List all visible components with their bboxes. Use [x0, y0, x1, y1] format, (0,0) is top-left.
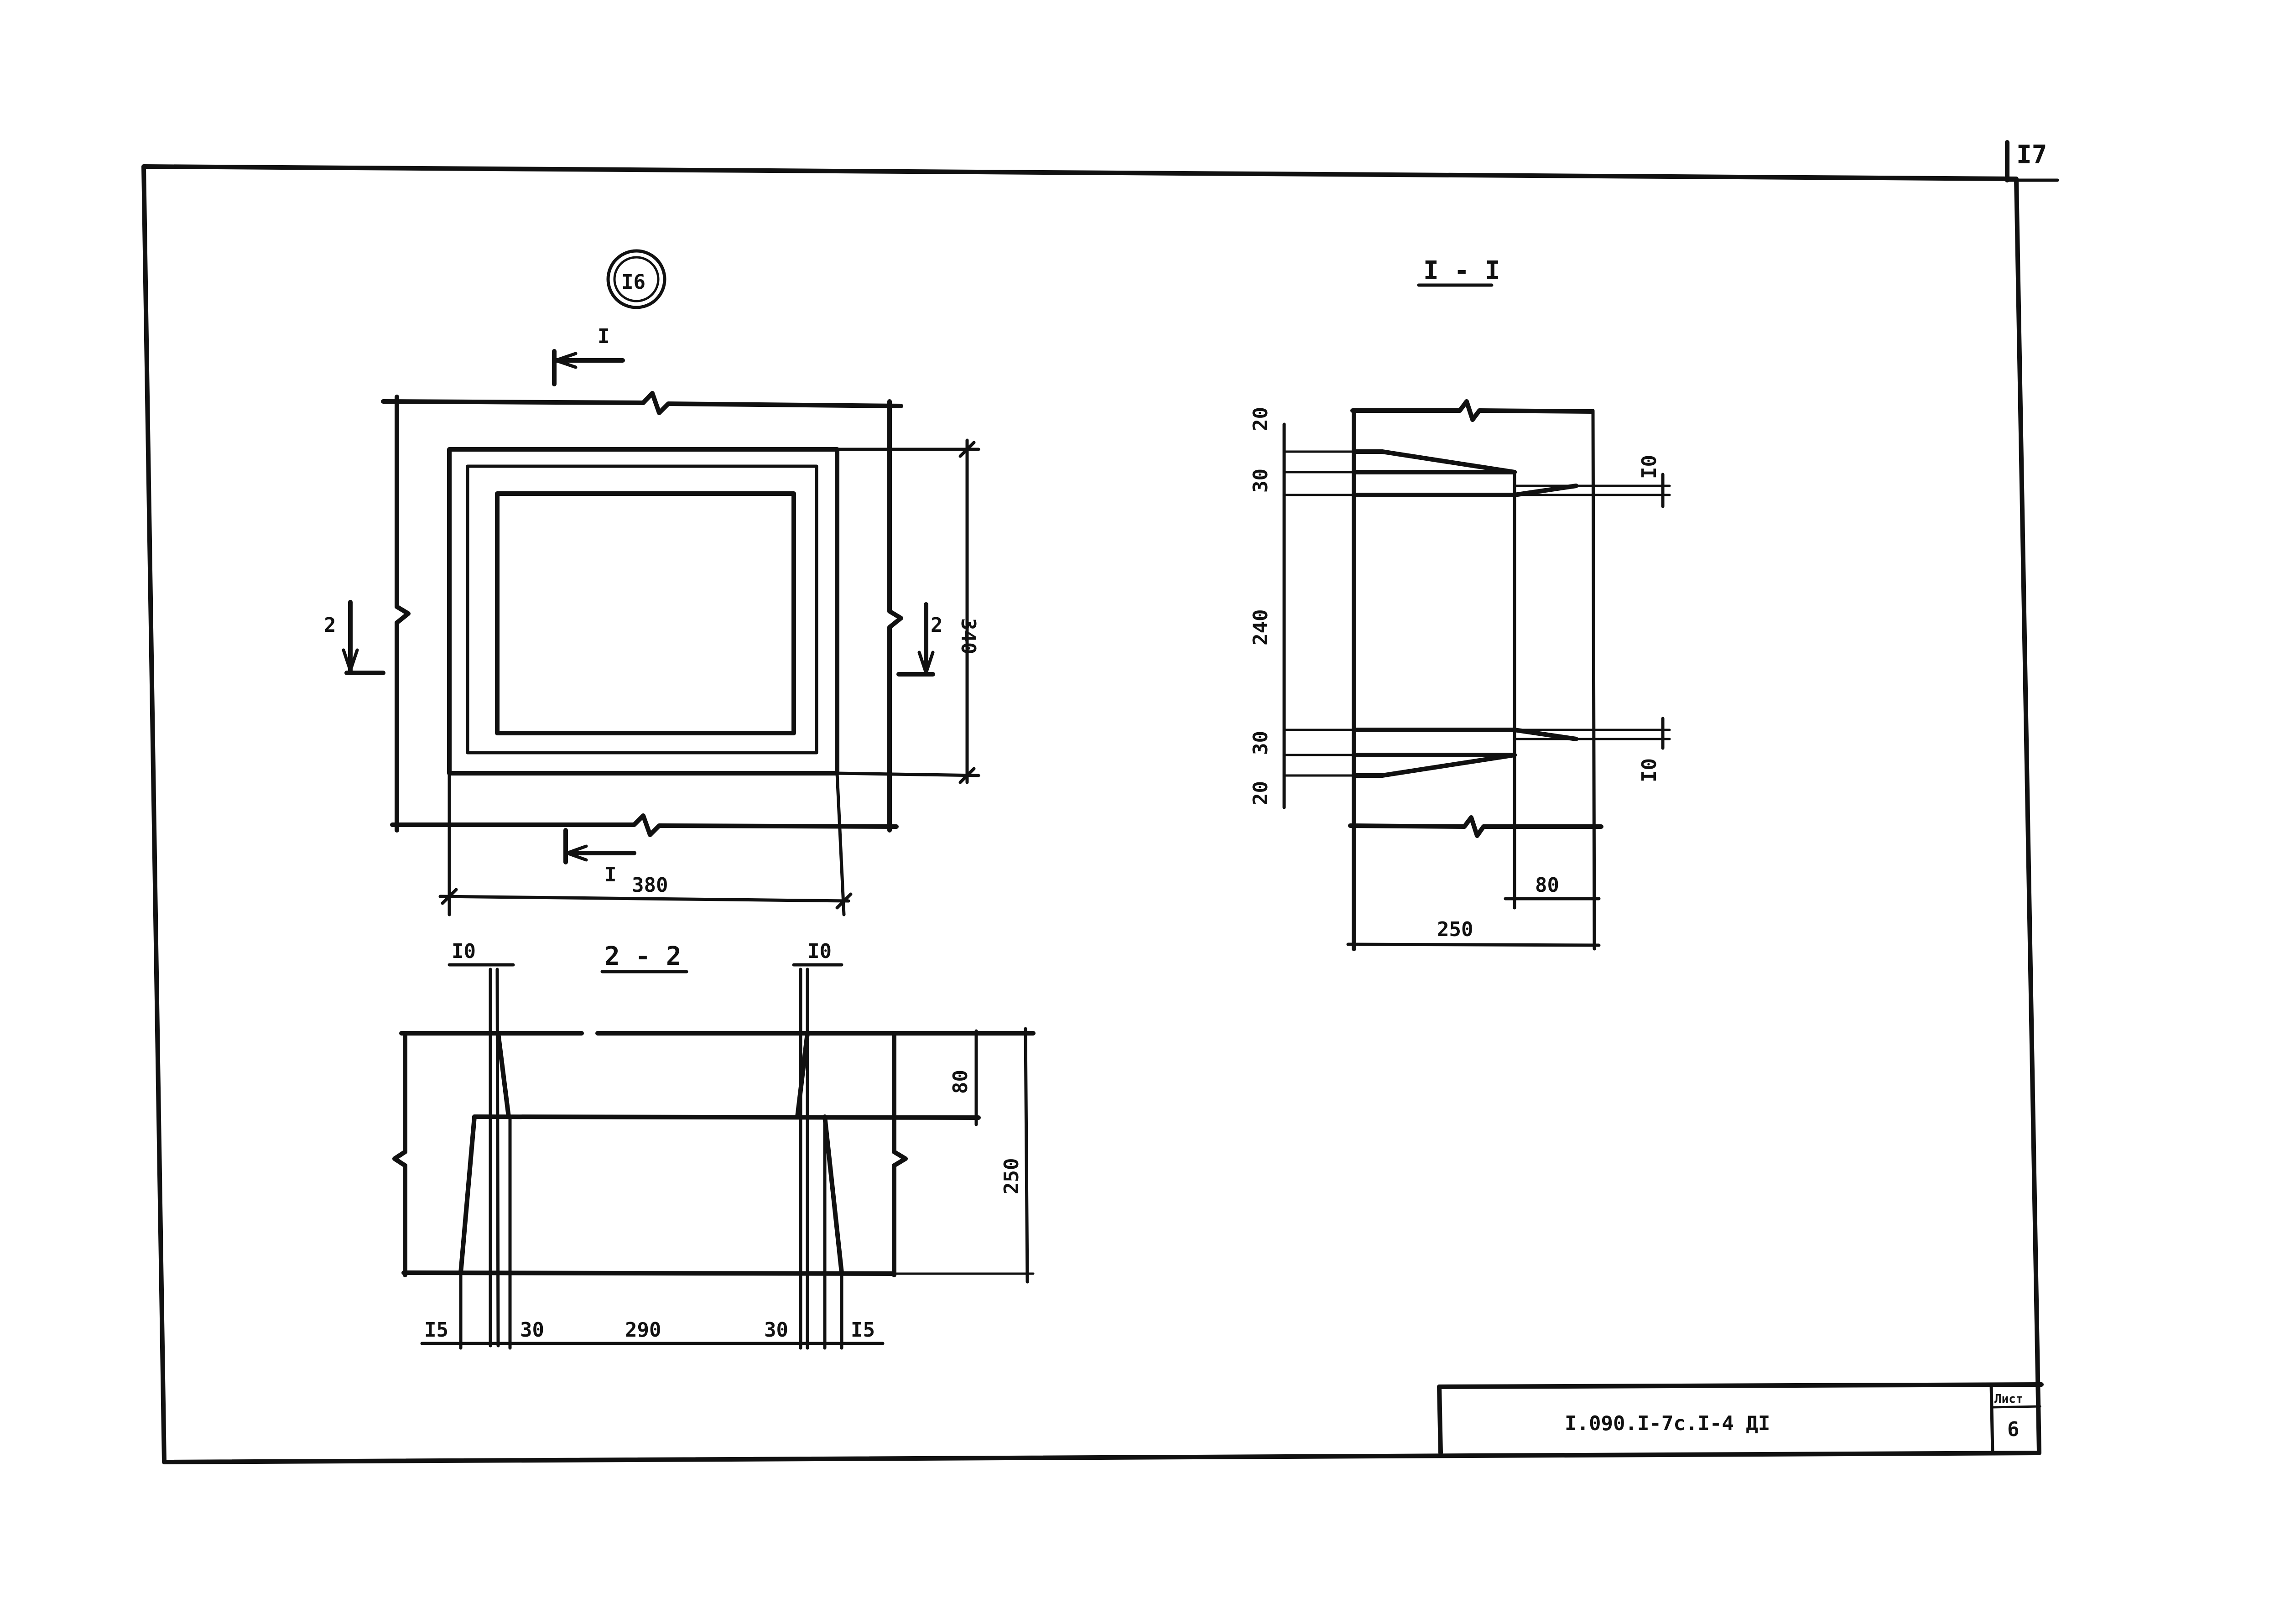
s11-dim-mid-240: 240: [1249, 609, 1272, 645]
s22-dim-bot-290: 290: [625, 1318, 661, 1342]
plan-cut-label-left: 2: [324, 614, 336, 637]
s22-dim-bot-30-left: 30: [520, 1318, 544, 1342]
section-1-1-title: I - I: [1423, 256, 1500, 286]
sheet-top-number: I7: [2016, 140, 2047, 170]
s22-dim-bot-15-right: I5: [851, 1318, 875, 1342]
s11-dim-top-30: 30: [1249, 468, 1272, 493]
section-1-1: [1282, 283, 1671, 951]
plan-dim-width: 380: [632, 874, 668, 897]
sheet-frame: [141, 140, 2059, 1464]
s22-dim-height-80: 80: [949, 1070, 972, 1094]
plan-dim-height: 340: [957, 618, 980, 654]
s11-dim-right-top-10: I0: [1638, 455, 1661, 479]
plan-cut-label-bottom: I: [604, 863, 617, 886]
s11-dim-right-bot-10: I0: [1638, 758, 1661, 782]
sheet-label: Лист: [1994, 1392, 2023, 1406]
plan-cut-label-top: I: [598, 325, 610, 348]
plan-cut-label-right: 2: [931, 614, 943, 637]
s22-dim-bot-30-right: 30: [764, 1318, 788, 1342]
title-block: [1437, 1382, 2044, 1455]
s22-dim-top-left-10: I0: [452, 940, 476, 963]
s22-dim-height-250: 250: [1000, 1158, 1023, 1194]
section-2-2-title: 2 - 2: [604, 942, 682, 971]
s11-dim-width-80: 80: [1535, 874, 1559, 897]
s22-dim-bot-15-left: I5: [424, 1318, 448, 1342]
s22-dim-top-right-10: I0: [807, 940, 832, 963]
designation-text: I.090.I-7c.I-4 ДI: [1565, 1412, 1770, 1435]
s11-dim-bot-20: 20: [1249, 781, 1272, 805]
plan-mark: I6: [621, 271, 645, 294]
sheet-number: 6: [2007, 1418, 2020, 1441]
s11-dim-bot-30: 30: [1249, 731, 1272, 755]
plan-view: [342, 249, 980, 916]
s11-dim-top-20: 20: [1249, 407, 1272, 431]
s11-dim-width-250: 250: [1437, 918, 1473, 941]
section-2-2: [392, 963, 1036, 1350]
